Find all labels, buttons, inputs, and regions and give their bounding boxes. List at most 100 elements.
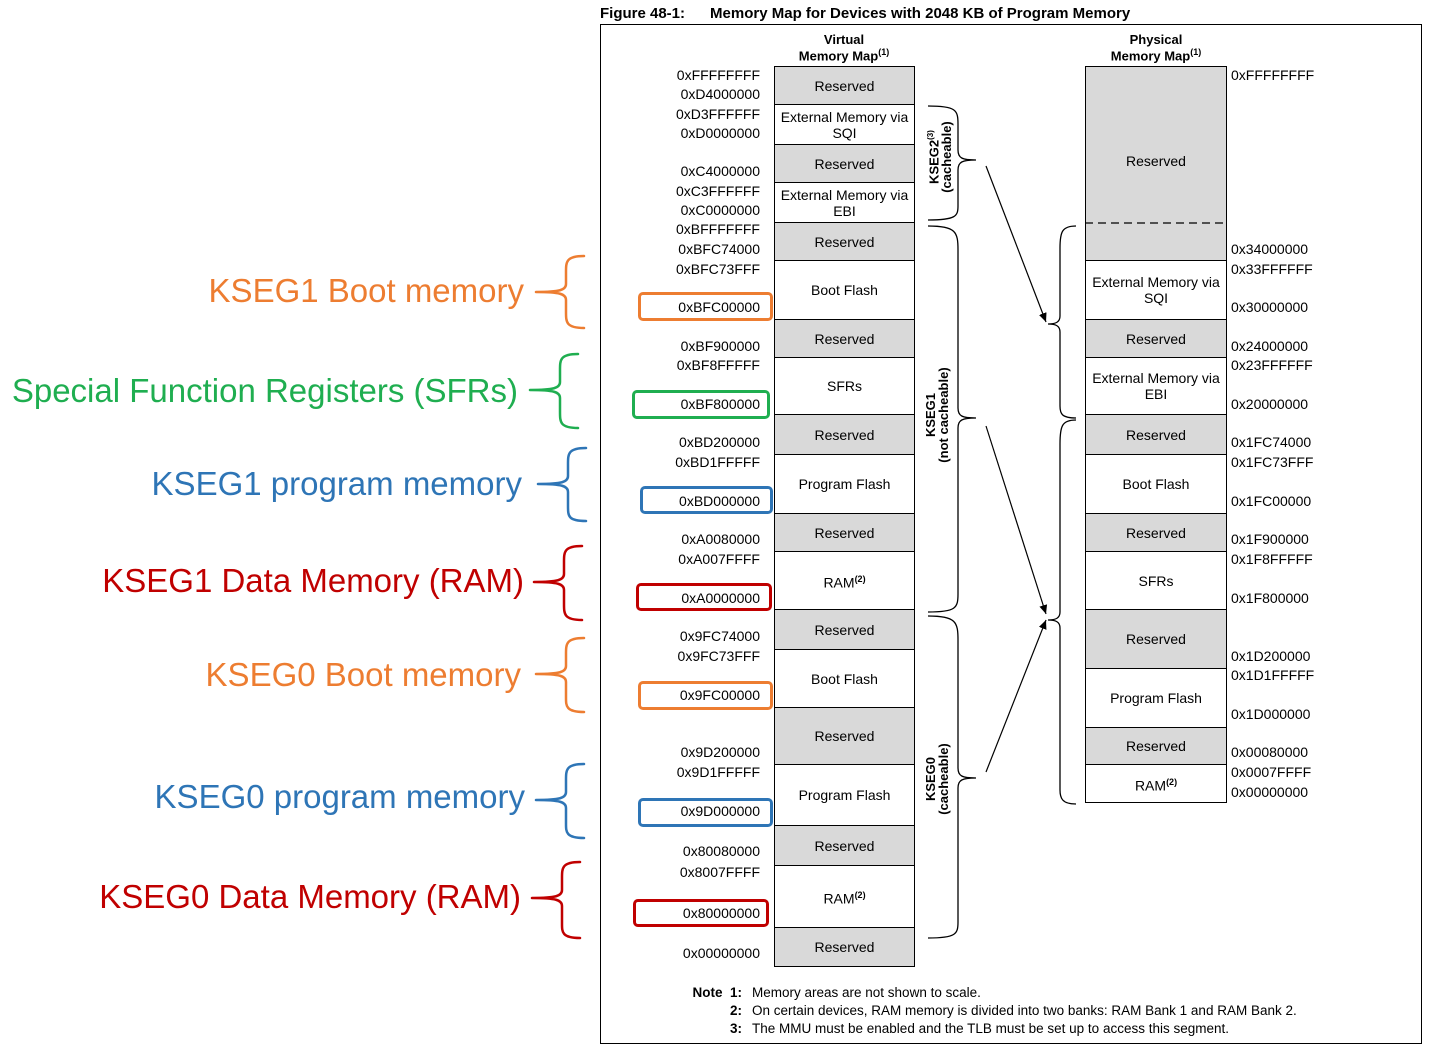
physical-address: 0x1D000000 [1231, 706, 1311, 722]
virtual-block-program-flash-kseg0: Program Flash [774, 764, 915, 826]
virtual-heading-note: (1) [878, 47, 890, 57]
physical-address: 0x00000000 [1231, 784, 1309, 800]
physical-heading-note: (1) [1190, 47, 1202, 57]
block-label: SQI [832, 124, 857, 141]
block-label: Reserved [814, 233, 875, 250]
annotation-kseg0-ram: KSEG0 Data Memory (RAM) [99, 878, 521, 915]
block-label: SFRs [827, 378, 862, 394]
note-key: 1: [729, 985, 742, 1000]
virtual-heading-line1: Virtual [823, 32, 865, 47]
physical-address: 0x1FC00000 [1231, 493, 1312, 509]
virtual-address: 0xD0000000 [680, 125, 760, 141]
virtual-heading-line2: Memory Map [798, 48, 879, 64]
physical-block-reserved: Reserved [1085, 513, 1227, 552]
virtual-address: 0x00000000 [682, 945, 760, 961]
block-label: External Memory via [1092, 370, 1220, 386]
block-label: Boot Flash [1122, 476, 1190, 492]
physical-address: 0x00080000 [1231, 744, 1309, 760]
block-label: Reserved [814, 837, 875, 854]
figure-number: Figure 48-1: [600, 5, 686, 22]
virtual-address: 0xD4000000 [680, 86, 760, 102]
figure-frame [600, 24, 1422, 1044]
physical-address: 0x1F900000 [1231, 531, 1309, 547]
block-label: RAM [823, 574, 855, 591]
virtual-address: 0x80000000 [682, 905, 760, 921]
virtual-address: 0xC0000000 [680, 202, 760, 218]
block-label: Boot Flash [811, 282, 878, 298]
physical-address: 0x1FC74000 [1231, 434, 1312, 450]
block-label: Reserved [814, 426, 875, 443]
block-label: External Memory via [780, 186, 909, 203]
physical-block-reserved: Reserved [1085, 319, 1227, 358]
physical-address: 0x33FFFFFF [1231, 261, 1313, 277]
physical-address: 0x0007FFFF [1231, 764, 1312, 780]
highlight-kseg0-program [638, 798, 773, 827]
virtual-address: 0xC4000000 [680, 163, 760, 179]
note-row-1: Note 1: Memory areas are not shown to sc… [690, 984, 1297, 1002]
virtual-address: 0xBF8FFFFF [676, 357, 760, 373]
block-label: External Memory via [1092, 274, 1220, 290]
virtual-address: 0xBD200000 [679, 434, 760, 450]
virtual-block-reserved: Reserved [774, 144, 915, 183]
brace-physical-external [1047, 225, 1077, 419]
virtual-address: 0xBFC00000 [678, 299, 760, 315]
arrow-kseg0-to-physical [985, 619, 1047, 773]
brace-sfrs [528, 352, 580, 430]
physical-address: 0x1D1FFFFF [1231, 667, 1315, 683]
block-label: RAM [823, 890, 855, 907]
virtual-address: 0xFFFFFFFF [676, 67, 760, 83]
ram-note: (2) [1166, 776, 1178, 787]
physical-address: 0x24000000 [1231, 338, 1309, 354]
arrow-kseg1-to-physical [985, 425, 1048, 615]
annotation-kseg1-program: KSEG1 program memory [151, 465, 522, 502]
physical-block-ram: RAM(2) [1085, 764, 1227, 803]
physical-heading-line1: Physical [1129, 32, 1183, 47]
highlight-kseg1-ram [636, 583, 772, 611]
virtual-block-reserved: Reserved [774, 825, 915, 866]
virtual-address: 0xBFC74000 [678, 241, 760, 257]
brace-kseg1-program [536, 446, 588, 523]
note-row-2: 2: On certain devices, RAM memory is div… [690, 1002, 1297, 1020]
highlight-sfrs [632, 390, 770, 419]
block-label: Reserved [814, 155, 875, 172]
block-label: Reserved [1126, 330, 1186, 347]
block-label: RAM [1134, 777, 1167, 794]
note-text: The MMU must be enabled and the TLB must… [752, 1021, 1229, 1036]
physical-address: 0x1F8FFFFF [1231, 551, 1313, 567]
virtual-address: 0xBD1FFFFF [675, 454, 760, 470]
virtual-address: 0xA0000000 [681, 590, 760, 606]
highlight-kseg0-boot [638, 681, 773, 710]
note-label: Note [692, 985, 723, 1000]
virtual-block-reserved: Reserved [774, 513, 915, 552]
block-label: Reserved [1126, 524, 1186, 541]
block-label: Reserved [814, 524, 875, 541]
virtual-address: 0x8007FFFF [679, 864, 760, 880]
block-label: Reserved [814, 330, 875, 347]
annotation-kseg1-boot: KSEG1 Boot memory [208, 272, 524, 309]
brace-kseg0 [927, 615, 977, 939]
annotation-kseg0-boot: KSEG0 Boot memory [205, 656, 521, 693]
brace-kseg1-boot [534, 254, 586, 330]
virtual-block-boot-flash-kseg0: Boot Flash [774, 649, 915, 708]
virtual-address: 0x9D1FFFFF [676, 764, 760, 780]
arrow-kseg2-to-physical [985, 165, 1047, 323]
virtual-address: 0xC3FFFFFF [676, 183, 760, 199]
block-label: Program Flash [798, 476, 891, 492]
block-label: SQI [1143, 290, 1169, 306]
brace-physical-kseg [1047, 419, 1077, 805]
virtual-address: 0x80080000 [682, 843, 760, 859]
figure-caption: Memory Map for Devices with 2048 KB of P… [710, 5, 1131, 22]
physical-address: 0x34000000 [1231, 241, 1309, 257]
virtual-block-ram-kseg1: RAM(2) [774, 551, 915, 610]
notes-section: Note 1: Memory areas are not shown to sc… [690, 984, 1297, 1038]
virtual-address: 0xBD000000 [679, 493, 760, 509]
virtual-block-reserved: Reserved [774, 319, 915, 358]
virtual-address: 0xBFFFFFFF [676, 221, 760, 237]
physical-address: 0xFFFFFFFF [1231, 67, 1315, 83]
ram-note: (2) [854, 889, 866, 900]
virtual-address: 0x9D000000 [680, 803, 760, 819]
block-label: EBI [1144, 386, 1168, 402]
highlight-kseg0-ram [633, 899, 769, 927]
